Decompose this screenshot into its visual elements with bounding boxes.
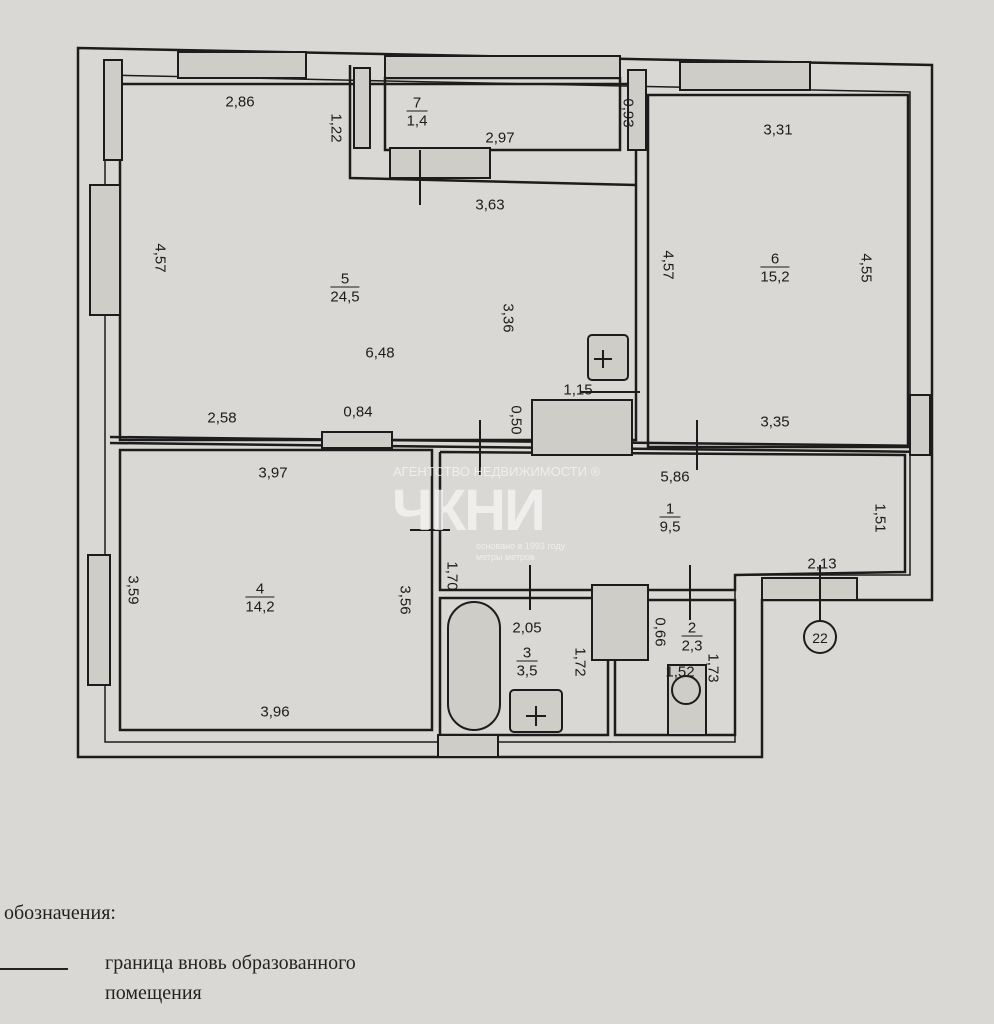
room-5-outline — [118, 82, 638, 442]
dimension: 5,86 — [660, 468, 690, 486]
room-6-outline — [646, 93, 910, 449]
marker-number: 22 — [812, 630, 828, 646]
dimension: 3,36 — [499, 303, 517, 333]
dimension: 0,93 — [619, 98, 637, 128]
dimension: 2,05 — [512, 619, 542, 637]
dimension: 3,63 — [475, 196, 505, 214]
window — [679, 61, 811, 91]
dimension: 3,96 — [260, 703, 290, 721]
dimension: 4,55 — [857, 253, 875, 283]
shaft — [591, 584, 649, 661]
dimension: 3,31 — [763, 121, 793, 139]
room-number: 3 — [522, 644, 532, 662]
cabinet — [531, 399, 633, 456]
window — [909, 394, 931, 456]
outer-wall — [76, 46, 934, 759]
room-area: 3,5 — [516, 660, 538, 680]
dimension: 1,52 — [665, 663, 695, 681]
partition-wall — [109, 435, 931, 448]
room-number: 5 — [340, 270, 350, 288]
dimension: 6,48 — [365, 344, 395, 362]
dimension: 0,84 — [343, 403, 373, 421]
room-number: 1 — [665, 500, 675, 518]
room-area: 2,3 — [681, 635, 703, 655]
window — [87, 554, 111, 686]
room-area: 15,2 — [760, 266, 790, 286]
watermark-agency: АГЕНТСТВО НЕДВИЖИМОСТИ ® — [393, 464, 601, 479]
dimension: 1,70 — [443, 561, 461, 591]
window — [384, 55, 621, 79]
sink — [587, 334, 629, 381]
dimension: 3,97 — [258, 464, 288, 482]
legend-line-label-cont: помещения — [105, 982, 202, 1004]
dimension: 2,58 — [207, 409, 237, 427]
wall-stub — [761, 577, 858, 601]
dimension: 0,66 — [651, 617, 669, 647]
dimension: 3,56 — [396, 585, 414, 615]
dimension: 3,59 — [124, 575, 142, 605]
room-4-outline — [118, 448, 434, 732]
room-area: 1,4 — [406, 110, 428, 130]
dimension: 1,51 — [871, 503, 889, 533]
watermark-logo: ЧКНИ — [392, 478, 546, 543]
dimension: 3,35 — [760, 413, 790, 431]
window — [627, 69, 647, 151]
dimension: 0,50 — [507, 405, 525, 435]
dimension: 4,57 — [151, 243, 169, 273]
room-3-outline — [438, 596, 610, 737]
legend-title: обозначения: — [4, 902, 116, 924]
dimension: 4,57 — [659, 250, 677, 280]
dimension: 1,15 — [563, 381, 593, 399]
window — [177, 51, 307, 79]
watermark-slogan: метры метров — [476, 552, 535, 562]
partition-wall — [109, 441, 931, 454]
dimension: 2,86 — [225, 93, 255, 111]
bathtub — [447, 601, 501, 731]
room-area: 14,2 — [245, 596, 275, 616]
window — [103, 59, 123, 161]
room-7-notch-wall — [348, 65, 637, 187]
door-bar — [321, 431, 393, 449]
window — [89, 184, 121, 316]
room-number: 6 — [770, 250, 780, 268]
dimension: 1,22 — [327, 113, 345, 143]
stair-steps — [389, 147, 491, 179]
room-number: 7 — [412, 94, 422, 112]
room-number: 2 — [687, 619, 697, 637]
dimension: 2,97 — [485, 129, 515, 147]
dimension: 1,73 — [704, 653, 722, 683]
room-area: 9,5 — [659, 516, 681, 536]
toilet — [671, 675, 701, 705]
legend-line-label: граница вновь образованного — [105, 952, 356, 974]
dimension: 1,72 — [571, 647, 589, 677]
wall-stub — [437, 734, 499, 758]
watermark-founded: основано в 1993 году — [476, 541, 566, 551]
marker-circle — [803, 620, 837, 654]
dimension: 2,13 — [807, 555, 837, 573]
room-number: 4 — [255, 580, 265, 598]
window — [353, 67, 371, 149]
room-area: 24,5 — [330, 286, 360, 306]
legend-line-sample — [0, 968, 68, 970]
